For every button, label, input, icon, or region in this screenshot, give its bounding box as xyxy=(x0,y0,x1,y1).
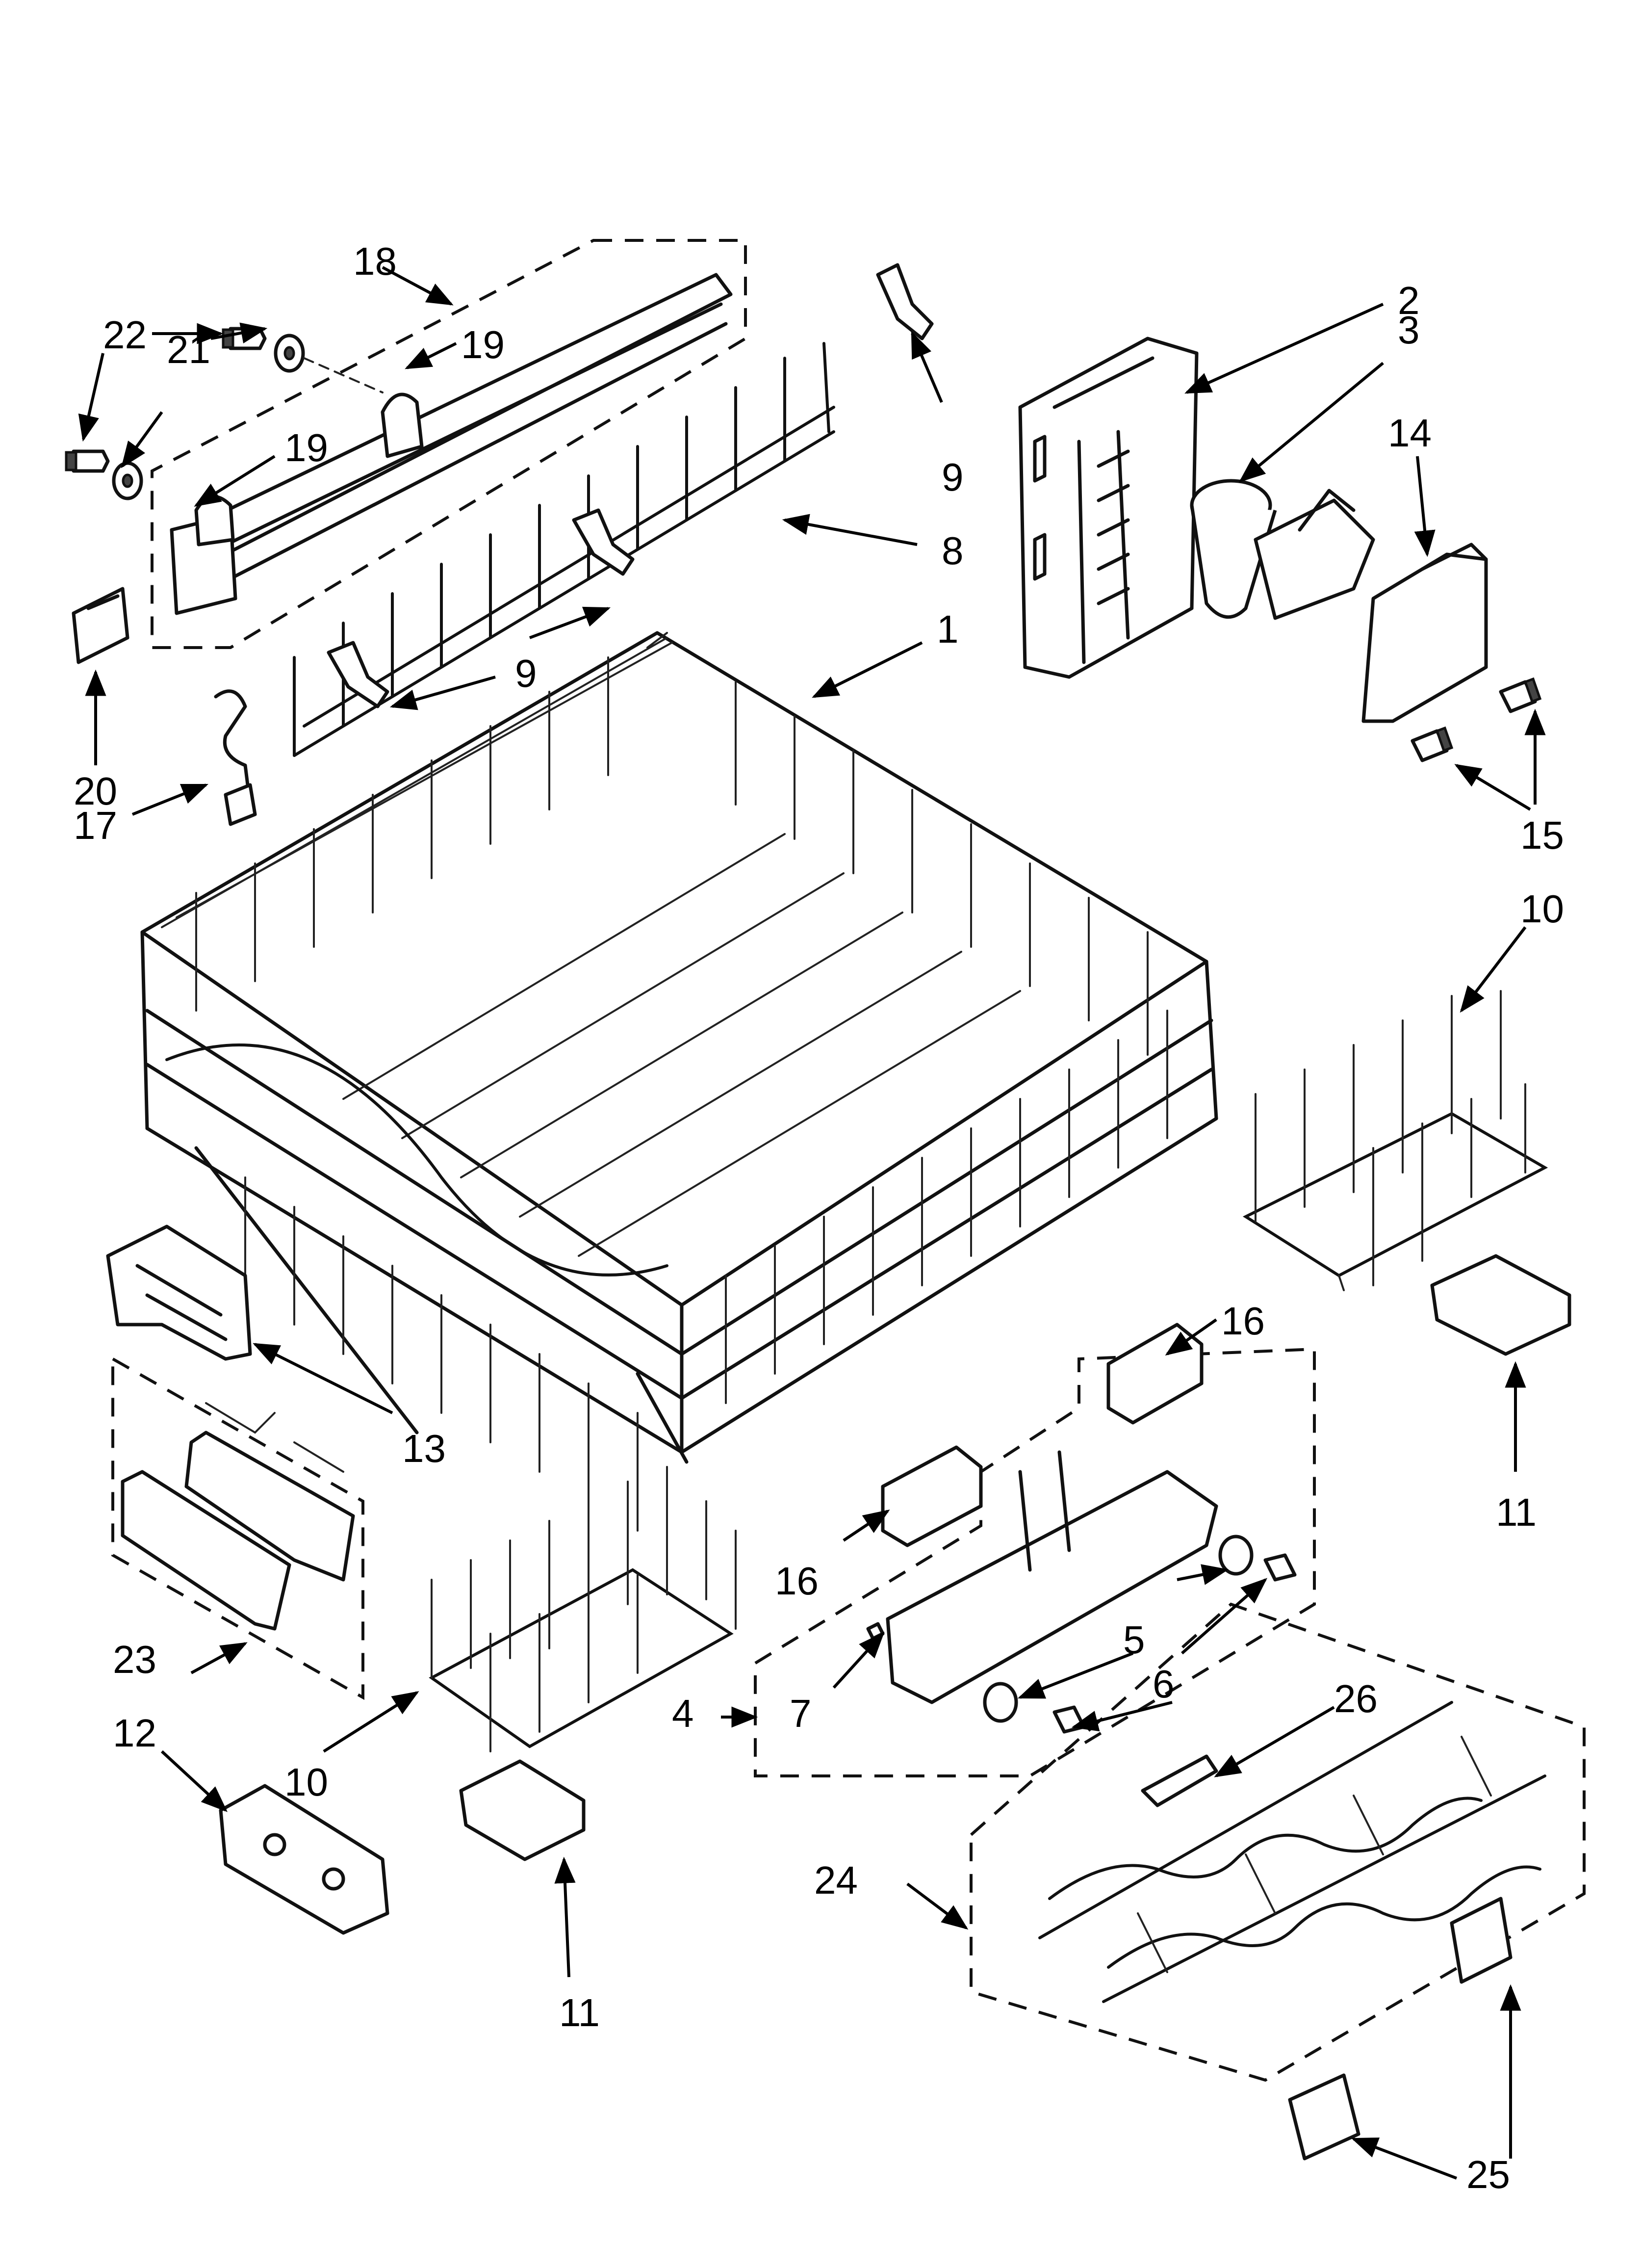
screw-and-washer-lower xyxy=(65,449,143,500)
leader-lines xyxy=(78,266,1546,2180)
callout-16a: 16 xyxy=(1221,1299,1265,1343)
callout-3: 3 xyxy=(1398,308,1420,352)
callout-12: 12 xyxy=(113,1711,156,1755)
cover-14-part xyxy=(1361,543,1488,723)
handle-3-part xyxy=(1190,479,1375,620)
assembly-23-group xyxy=(111,1356,364,1700)
callout-9a: 9 xyxy=(942,455,964,499)
screws-15-part xyxy=(1411,677,1542,762)
callout-19b: 19 xyxy=(284,426,328,469)
assembly-4-group xyxy=(754,1323,1316,1777)
clip-11-right-part xyxy=(1430,1254,1571,1356)
callout-26: 26 xyxy=(1334,1677,1378,1721)
end-cap-part xyxy=(72,587,129,664)
callout-8: 8 xyxy=(942,529,964,573)
callout-10b: 10 xyxy=(284,1760,328,1804)
callout-4: 4 xyxy=(672,1692,694,1735)
callout-18: 18 xyxy=(353,239,397,283)
callout-14: 14 xyxy=(1388,411,1432,455)
latch-2-part xyxy=(1018,337,1199,679)
callout-20: 20 xyxy=(74,769,117,813)
callout-17: 17 xyxy=(74,804,117,847)
part-12-bracket xyxy=(219,1784,389,1935)
clip-25-upper-part xyxy=(1450,1897,1513,1984)
clip-17-part xyxy=(214,689,257,826)
clip-9-top-part xyxy=(876,263,934,340)
callout-5: 5 xyxy=(1123,1618,1145,1662)
callout-21: 21 xyxy=(167,328,210,371)
callout-19a: 19 xyxy=(461,323,505,366)
part-13-bracket xyxy=(106,1225,252,1361)
callout-16b: 16 xyxy=(775,1559,819,1603)
callout-labels: 18 22 19 21 19 20 17 9 8 9 1 2 3 14 15 1… xyxy=(74,239,1564,2196)
upper-rack-part xyxy=(140,631,1218,1532)
callout-25: 25 xyxy=(1466,2153,1510,2196)
clip-9-mid-part xyxy=(327,508,635,708)
callout-6: 6 xyxy=(1153,1662,1175,1706)
callout-15: 15 xyxy=(1520,813,1564,857)
assembly-24-group xyxy=(970,1602,1586,2082)
callout-7: 7 xyxy=(790,1692,812,1735)
tine-row-8-part xyxy=(293,342,835,757)
callout-1: 1 xyxy=(937,607,959,651)
callout-2: 2 xyxy=(1398,279,1420,322)
callout-24: 24 xyxy=(814,1858,858,1902)
tine-rack-10-right-part xyxy=(1242,990,1548,1291)
tine-rack-10-left-part xyxy=(429,1466,737,1752)
callout-11b: 11 xyxy=(559,1991,600,2034)
callout-11a: 11 xyxy=(1496,1490,1537,1534)
callout-9b: 9 xyxy=(515,652,537,695)
clip-11-left-part xyxy=(459,1759,586,1861)
clip-25-lower-part xyxy=(1288,2073,1360,2161)
callout-22: 22 xyxy=(103,313,147,357)
callout-10a: 10 xyxy=(1520,887,1564,931)
callout-13: 13 xyxy=(402,1427,446,1470)
callout-23: 23 xyxy=(113,1638,156,1681)
